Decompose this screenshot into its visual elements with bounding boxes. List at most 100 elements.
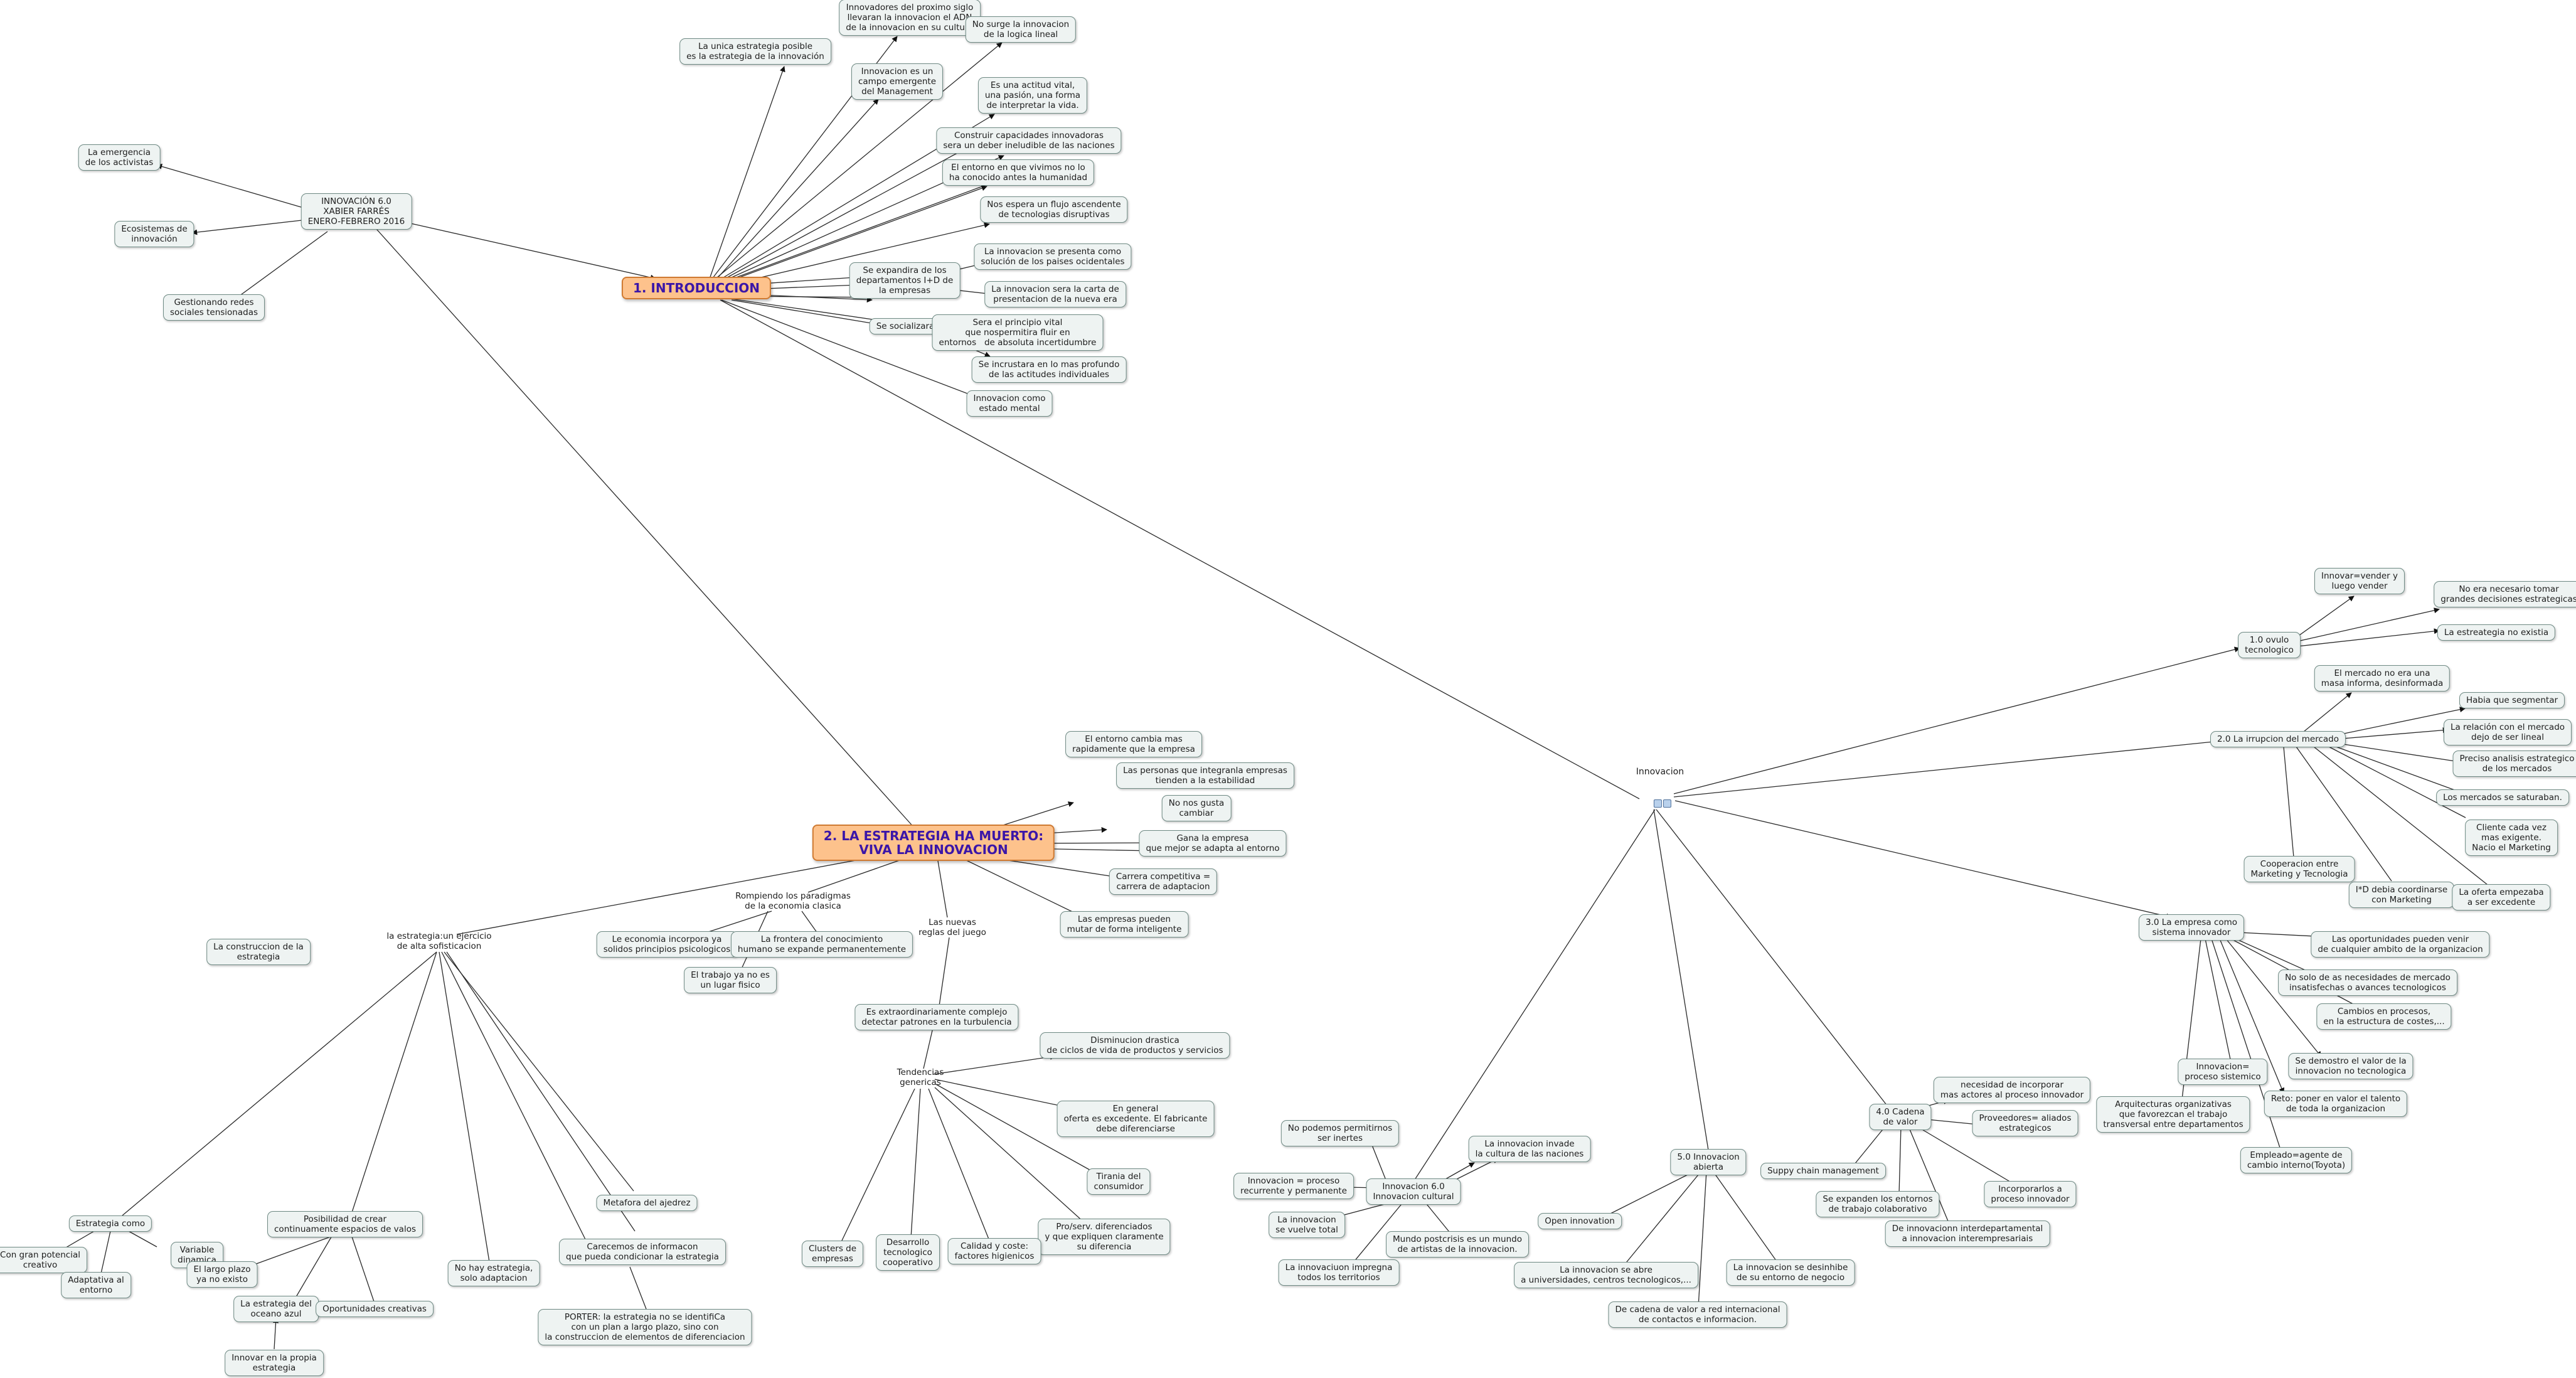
node-e-reglas[interactable]: Las nuevas reglas del juego [918,917,986,937]
node-e-construccion[interactable]: La construccion de la estrategia [206,939,311,965]
node-e-como[interactable]: Estrategia como [68,1215,152,1232]
node-h-demostro[interactable]: Se demostro el valor de la innovacion no… [2288,1053,2414,1079]
node-ecosistemas[interactable]: Ecosistemas de innovación [114,221,194,247]
node-e-largo[interactable]: El largo plazo ya no existo [186,1261,258,1288]
connector-line [721,132,995,281]
node-e-frontera[interactable]: La frontera del conocimiento humano se e… [730,931,913,958]
node-e-adaptativa[interactable]: Adaptativa al entorno [61,1272,131,1298]
node-e-mutar[interactable]: Las empresas pueden mutar de forma intel… [1060,911,1189,937]
node-h-cooperacion[interactable]: Cooperacion entre Marketing y Tecnologia [2243,856,2355,882]
node-h-desinhibe[interactable]: La innovacion se desinhibe de su entorno… [1726,1259,1855,1286]
node-e-oportunidades[interactable]: Oportunidades creativas [316,1301,434,1317]
node-e-carrera[interactable]: Carrera competitiva = carrera de adaptac… [1109,868,1218,895]
node-h-red[interactable]: De cadena de valor a red internacional d… [1608,1301,1787,1328]
node-i-socializara[interactable]: Se socializara [869,318,942,334]
node-h-id[interactable]: I*D debia coordinarse con Marketing [2348,882,2455,908]
node-e-no-hay[interactable]: No hay estrategia, solo adaptacion [447,1260,540,1286]
node-i-incrustara[interactable]: Se incrustara en lo mas profundo de las … [971,356,1127,383]
node-h-irrupcion[interactable]: 2.0 La irrupcion del mercado [2210,731,2346,747]
node-h-relacion[interactable]: La relación con el mercado dejo de ser l… [2443,719,2572,745]
node-h-segmentar[interactable]: Habia que segmentar [2459,692,2565,708]
node-i-no-surge[interactable]: No surge la innovacion de la logica line… [965,16,1077,43]
node-h-total[interactable]: La innovacion se vuelve total [1269,1212,1345,1238]
node-emergencia[interactable]: La emergencia de los activistas [78,144,161,171]
node-h-innovar[interactable]: Innovar=vender y luego vender [2314,568,2405,594]
node-i-campo[interactable]: Innovacion es un campo emergente del Man… [851,63,944,100]
node-e-oceano[interactable]: La estrategia del oceano azul [233,1296,319,1322]
node-h-sistemico[interactable]: Innovacion= proceso sistemico [2178,1059,2268,1085]
node-h-artistas[interactable]: Mundo postcrisis es un mundo de artistas… [1386,1231,1529,1258]
node-e-ejercicio[interactable]: la estrategia:un ejercicio de alta sofis… [386,931,492,951]
node-e-calidad[interactable]: Calidad y coste: factores higienicos [947,1238,1041,1264]
node-e-pro[interactable]: Pro/serv. diferenciados y que expliquen … [1038,1219,1171,1255]
node-i-unica[interactable]: La unica estrategia posible es la estrat… [679,38,831,65]
node-h-incorporarlos[interactable]: Incorporarlos a proceso innovador [1984,1181,2077,1207]
node-i-principio[interactable]: Sera el principio vital que nospermitira… [932,314,1104,351]
node-e-porter[interactable]: PORTER: la estrategia no se identifiCa c… [538,1309,752,1345]
node-i-entorno[interactable]: El entorno en que vivimos no lo ha conoc… [942,159,1095,186]
node-i-paises[interactable]: La innovacion se presenta como solución … [974,243,1132,270]
node-i-construir[interactable]: Construir capacidades innovadoras sera u… [936,127,1122,154]
node-introduccion[interactable]: 1. INTRODUCCION [621,277,772,299]
node-h-interdepartamental[interactable]: De innovacionn interdepartamental a inno… [1885,1220,2050,1247]
node-i-flujo[interactable]: Nos espera un flujo ascendente de tecnol… [980,196,1128,223]
connector-line [2334,727,2449,740]
node-e-desarrollo[interactable]: Desarrollo tecnologico cooperativo [876,1234,940,1271]
node-e-clusters[interactable]: Clusters de empresas [801,1241,864,1267]
node-e-posibilidad[interactable]: Posibilidad de crear continuamente espac… [267,1211,423,1237]
node-h-oferta[interactable]: La oferta empezaba a ser excedente [2452,884,2551,911]
node-h-preciso[interactable]: Preciso analisis estrategico de los merc… [2452,750,2576,777]
node-h-entornos[interactable]: Se expanden los entornos de trabajo cola… [1816,1191,1940,1217]
node-h-ovulo[interactable]: 1.0 ovulo tecnologico [2238,632,2301,658]
node-e-excedente[interactable]: En general oferta es excedente. El fabri… [1056,1101,1215,1137]
node-e-rompiendo[interactable]: Rompiendo los paradigmas de la economia … [735,891,851,911]
node-e-carecemos[interactable]: Carecemos de informacon que pueda condic… [559,1239,726,1265]
node-h-existia[interactable]: La estreategia no existia [2437,624,2556,641]
node-h-cultural[interactable]: Innovacion 6.0 Innovacion cultural [1366,1178,1461,1205]
node-h-masa[interactable]: El mercado no era una masa informa, desi… [2314,665,2451,692]
node-i-innovadores[interactable]: Innovadores del proximo siglo llevaran l… [839,0,981,36]
node-h-sistema[interactable]: 3.0 La empresa como sistema innovador [2138,914,2245,941]
node-e-psicologicos[interactable]: Le economia incorpora ya solidos princip… [596,931,738,958]
node-e-gana[interactable]: Gana la empresa que mejor se adapta al e… [1139,830,1287,857]
node-h-proveedores[interactable]: Proveedores= aliados estrategicos [1972,1110,2078,1136]
root-node[interactable]: INNOVACIÓN 6.0 XABIER FARRÉS ENERO-FEBRE… [301,193,412,230]
node-i-estado[interactable]: Innovacion como estado mental [966,390,1053,417]
node-e-complejo[interactable]: Es extraordinariamente complejo detectar… [854,1004,1019,1030]
node-h-oportunidades[interactable]: Las oportunidades pueden venir de cualqu… [2311,931,2490,958]
node-hub-innovacion[interactable]: Innovacion [1625,757,1684,838]
node-h-reto[interactable]: Reto: poner en valor el talento de toda … [2264,1091,2408,1117]
node-e-entorno[interactable]: El entorno cambia mas rapidamente que la… [1065,731,1202,757]
node-i-expandira[interactable]: Se expandira de los departamentos I+D de… [849,262,961,299]
node-h-incorporar[interactable]: necesidad de incorporar mas actores al p… [1933,1077,2091,1103]
node-e-propia[interactable]: Innovar en la propia estrategia [225,1350,324,1376]
node-h-invade[interactable]: La innovacion invade la cultura de las n… [1468,1136,1591,1162]
node-h-arquitecturas[interactable]: Arquitecturas organizativas que favorezc… [2096,1096,2250,1133]
node-h-abierta[interactable]: 5.0 Innovacion abierta [1670,1149,1747,1175]
node-e-tendencias[interactable]: Tendencias genericas [897,1067,944,1087]
node-e-disminucion[interactable]: Disminucion drastica de ciclos de vida d… [1040,1032,1230,1059]
node-e-personas[interactable]: Las personas que integranla empresas tie… [1116,762,1294,789]
node-h-supply[interactable]: Suppy chain management [1760,1163,1886,1179]
node-h-necesidades[interactable]: No solo de as necesidades de mercado ins… [2278,969,2457,996]
node-i-carta[interactable]: La innovacion sera la carta de presentac… [984,281,1126,307]
node-e-no-gusta[interactable]: No nos gusta cambiar [1161,795,1232,821]
node-h-no-era[interactable]: No era necesario tomar grandes decisione… [2434,581,2576,607]
node-h-open[interactable]: Open innovation [1538,1213,1622,1229]
node-h-universidades[interactable]: La innovacion se abre a universidades, c… [1514,1262,1698,1288]
node-h-recurrente[interactable]: Innovacion = proceso recurrente y perman… [1233,1173,1354,1199]
node-h-cliente[interactable]: Cliente cada vez mas exigente. Nacio el … [2465,820,2558,856]
node-e-trabajo[interactable]: El trabajo ya no es un lugar fisico [684,967,777,993]
node-e-potencial[interactable]: Con gran potencial creativo [0,1247,87,1273]
node-h-impregna[interactable]: La innovaciuon impregna todos los territ… [1278,1259,1400,1286]
node-e-tirania[interactable]: Tirania del consumidor [1087,1168,1151,1195]
node-h-inertes[interactable]: No podemos permitirnos ser inertes [1280,1120,1400,1146]
node-e-ajedrez[interactable]: Metafora del ajedrez [596,1195,698,1211]
node-h-saturaban[interactable]: Los mercados se saturaban. [2436,789,2569,806]
node-h-empleado[interactable]: Empleado=agente de cambio interno(Toyota… [2240,1147,2353,1173]
node-h-cadena[interactable]: 4.0 Cadena de valor [1869,1104,1932,1130]
node-h-cambios[interactable]: Cambios en procesos, en la estructura de… [2316,1003,2452,1030]
node-estrategia[interactable]: 2. LA ESTRATEGIA HA MUERTO: VIVA LA INNO… [812,825,1055,861]
node-i-actitud[interactable]: Es una actitud vital, una pasión, una fo… [977,77,1088,114]
node-gestionando[interactable]: Gestionando redes sociales tensionadas [162,294,265,321]
